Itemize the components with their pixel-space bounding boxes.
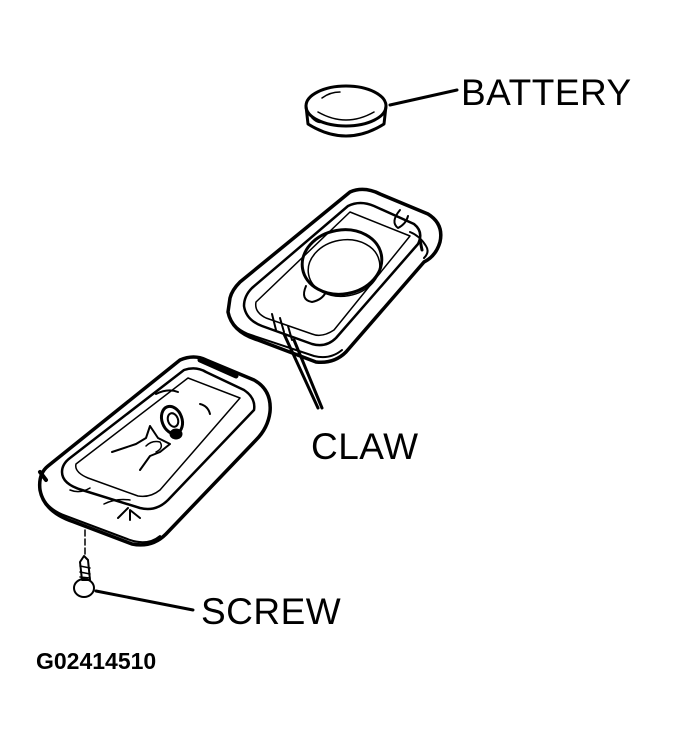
screw-part [74, 556, 94, 597]
claw-label: CLAW [311, 426, 419, 467]
claw-leader-lines [284, 334, 322, 408]
screw-leader-line [96, 591, 193, 610]
battery-label: BATTERY [461, 72, 632, 113]
lower-case-part [40, 357, 271, 545]
upper-case-part [228, 189, 441, 362]
battery-leader-line [390, 90, 457, 105]
screw-label: SCREW [201, 591, 342, 632]
figure-code: G02414510 [36, 648, 157, 674]
battery-part [306, 86, 386, 136]
